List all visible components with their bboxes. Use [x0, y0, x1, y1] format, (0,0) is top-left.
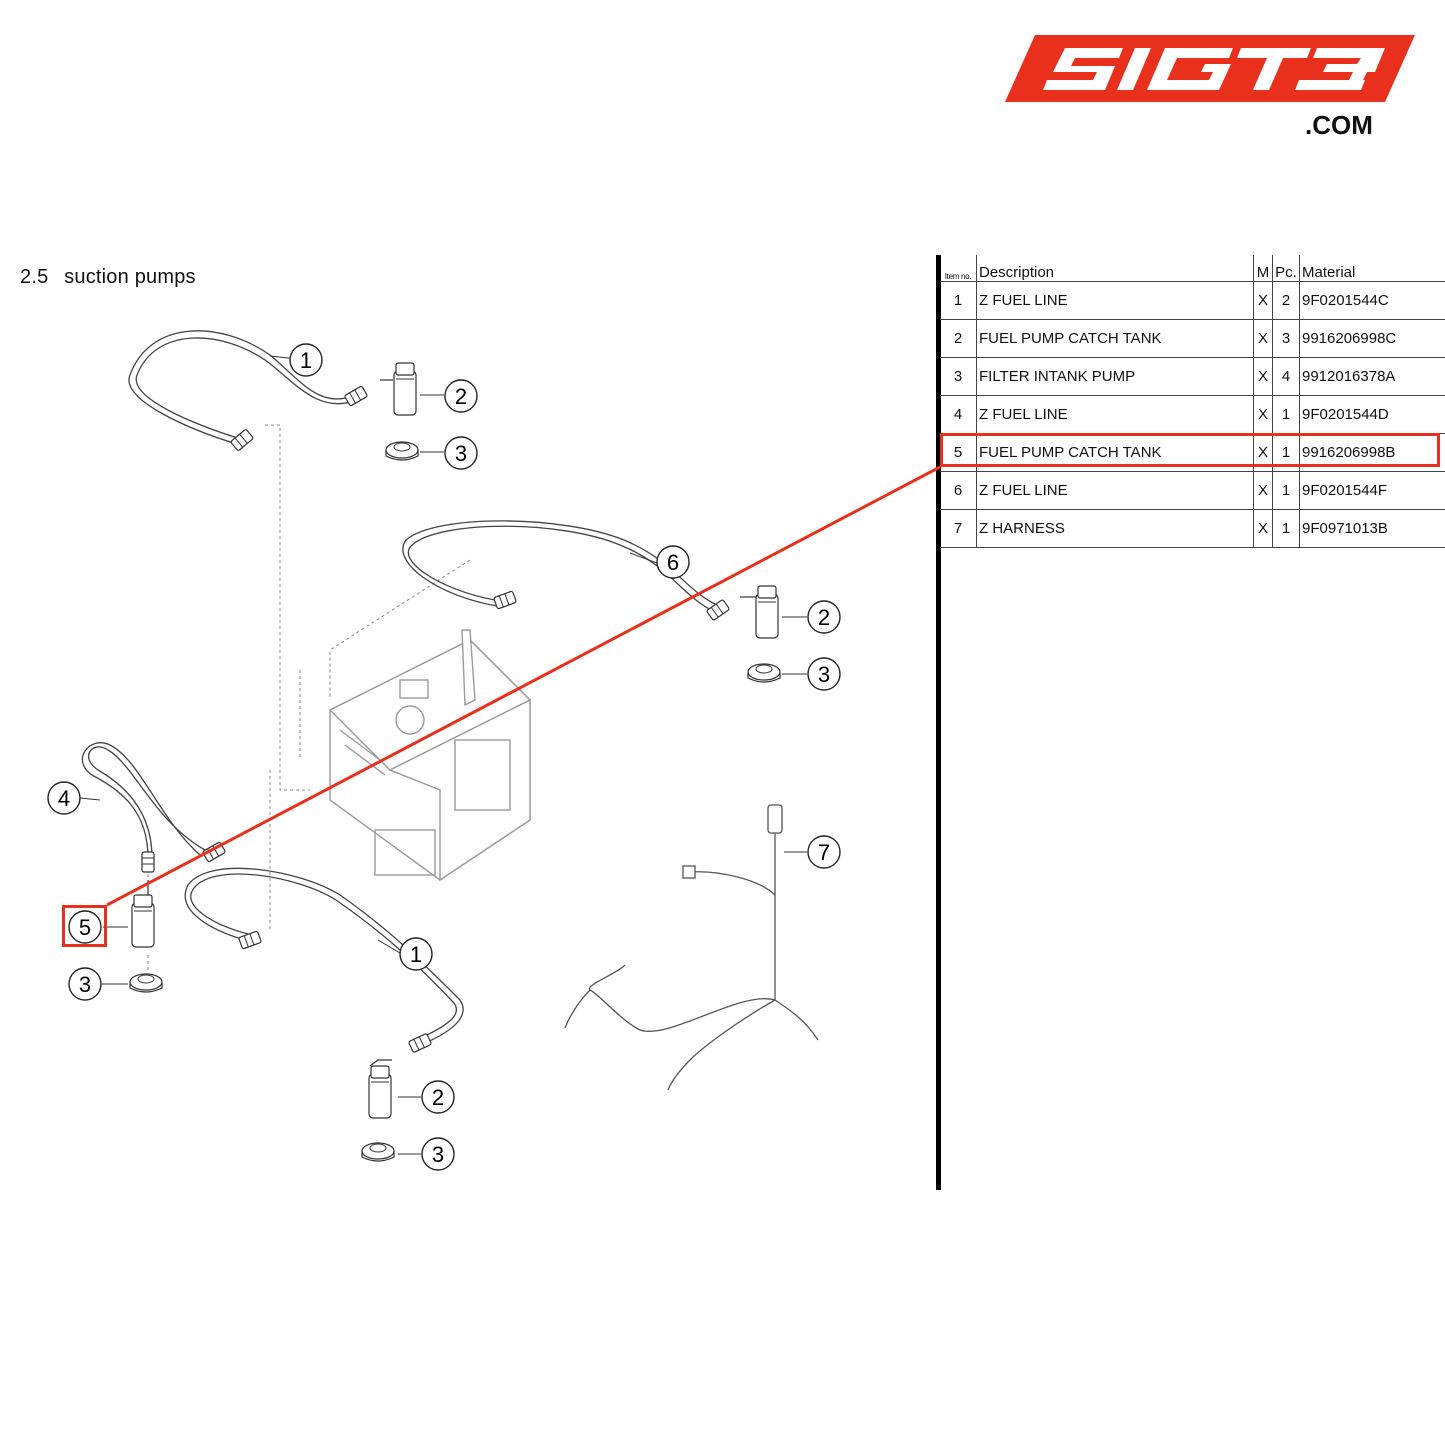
callout-highlight-box	[62, 905, 107, 947]
header-description: Description	[976, 255, 1254, 282]
cell-description: Z FUEL LINE	[976, 395, 1254, 434]
cell-m: X	[1253, 433, 1273, 472]
callout-2-right: 2	[807, 600, 841, 634]
harness-7	[564, 804, 819, 1091]
callout-6: 6	[656, 545, 690, 579]
cell-material: 9F0201544D	[1299, 395, 1445, 434]
callout-1-bottom: 1	[399, 937, 433, 971]
header-material: Material	[1299, 255, 1445, 282]
callout-label: 3	[79, 972, 91, 997]
cell-item: 7	[940, 509, 977, 548]
cell-description: Z FUEL LINE	[976, 281, 1254, 320]
table-row[interactable]: 2 FUEL PUMP CATCH TANK X 3 9916206998C	[940, 319, 1445, 358]
callout-label: 6	[667, 550, 679, 575]
table-row[interactable]: 6 Z FUEL LINE X 1 9F0201544F	[940, 471, 1445, 510]
callout-label: 3	[432, 1142, 444, 1167]
callout-2-top: 2	[444, 379, 478, 413]
callout-3-right: 3	[807, 657, 841, 691]
cell-description: Z FUEL LINE	[976, 471, 1254, 510]
cell-item: 2	[940, 319, 977, 358]
cell-item: 3	[940, 357, 977, 396]
table-row[interactable]: 3 FILTER INTANK PUMP X 4 9912016378A	[940, 357, 1445, 396]
callout-7: 7	[807, 835, 841, 869]
callout-3-bottom: 3	[421, 1137, 455, 1171]
cell-pc: 4	[1272, 357, 1300, 396]
header-m: M	[1253, 255, 1273, 282]
section-title: 2.5 suction pumps	[20, 266, 196, 289]
callout-label: 2	[818, 605, 830, 630]
cell-pc: 1	[1272, 509, 1300, 548]
callout-4: 4	[47, 781, 81, 815]
parts-table: Item no. Description M Pc. Material 1 Z …	[940, 255, 1445, 548]
callout-label: 1	[410, 942, 422, 967]
cell-m: X	[1253, 395, 1273, 434]
header-pc: Pc.	[1272, 255, 1300, 282]
callout-label: 1	[300, 348, 312, 373]
fuel-line-4	[81, 742, 206, 859]
exploded-diagram: 1 2 3 6 2 3 4 5 3 1 2 3	[47, 330, 841, 1171]
header-item-no: Item no.	[940, 255, 977, 282]
callout-1-top: 1	[289, 343, 323, 377]
callout-label: 2	[432, 1085, 444, 1110]
callout-5: 5	[68, 910, 102, 944]
fuel-line-1-top	[128, 330, 358, 446]
cell-item: 6	[940, 471, 977, 510]
callout-label: 2	[455, 384, 467, 409]
table-header-row: Item no. Description M Pc. Material	[940, 255, 1445, 282]
section-name: suction pumps	[64, 266, 196, 288]
table-row[interactable]: 4 Z FUEL LINE X 1 9F0201544D	[940, 395, 1445, 434]
row-highlight-box	[940, 433, 1440, 467]
table-row[interactable]: 7 Z HARNESS X 1 9F0971013B	[940, 509, 1445, 548]
callout-label: 4	[58, 786, 70, 811]
cell-description: FILTER INTANK PUMP	[976, 357, 1254, 396]
cell-m: X	[1253, 509, 1273, 548]
sigt3-logo: .COM	[1005, 35, 1415, 140]
cell-material: 9F0201544F	[1299, 471, 1445, 510]
callout-3-top: 3	[444, 436, 478, 470]
cell-pc: 3	[1272, 319, 1300, 358]
cell-material: 9F0971013B	[1299, 509, 1445, 548]
table-row[interactable]: 1 Z FUEL LINE X 2 9F0201544C	[940, 281, 1445, 320]
cell-description: FUEL PUMP CATCH TANK	[976, 319, 1254, 358]
callout-label: 5	[79, 915, 91, 940]
callout-3-left: 3	[68, 967, 102, 1001]
cell-item: 4	[940, 395, 977, 434]
cell-material: 9F0201544C	[1299, 281, 1445, 320]
cell-pc: 2	[1272, 281, 1300, 320]
cell-material: 9912016378A	[1299, 357, 1445, 396]
logo-domain: .COM	[1305, 110, 1373, 140]
cell-m: X	[1253, 357, 1273, 396]
cell-m: X	[1253, 471, 1273, 510]
cell-pc: 1	[1272, 395, 1300, 434]
callout-label: 7	[818, 840, 830, 865]
callout-label: 3	[818, 662, 830, 687]
cell-m: X	[1253, 319, 1273, 358]
cell-item: 1	[940, 281, 977, 320]
section-number: 2.5	[20, 266, 49, 288]
cell-pc: 1	[1272, 471, 1300, 510]
callout-label: 3	[455, 441, 467, 466]
catch-tank-frame	[328, 629, 532, 882]
cell-material: 9916206998C	[1299, 319, 1445, 358]
callout-2-bottom: 2	[421, 1080, 455, 1114]
cell-m: X	[1253, 281, 1273, 320]
cell-description: Z HARNESS	[976, 509, 1254, 548]
